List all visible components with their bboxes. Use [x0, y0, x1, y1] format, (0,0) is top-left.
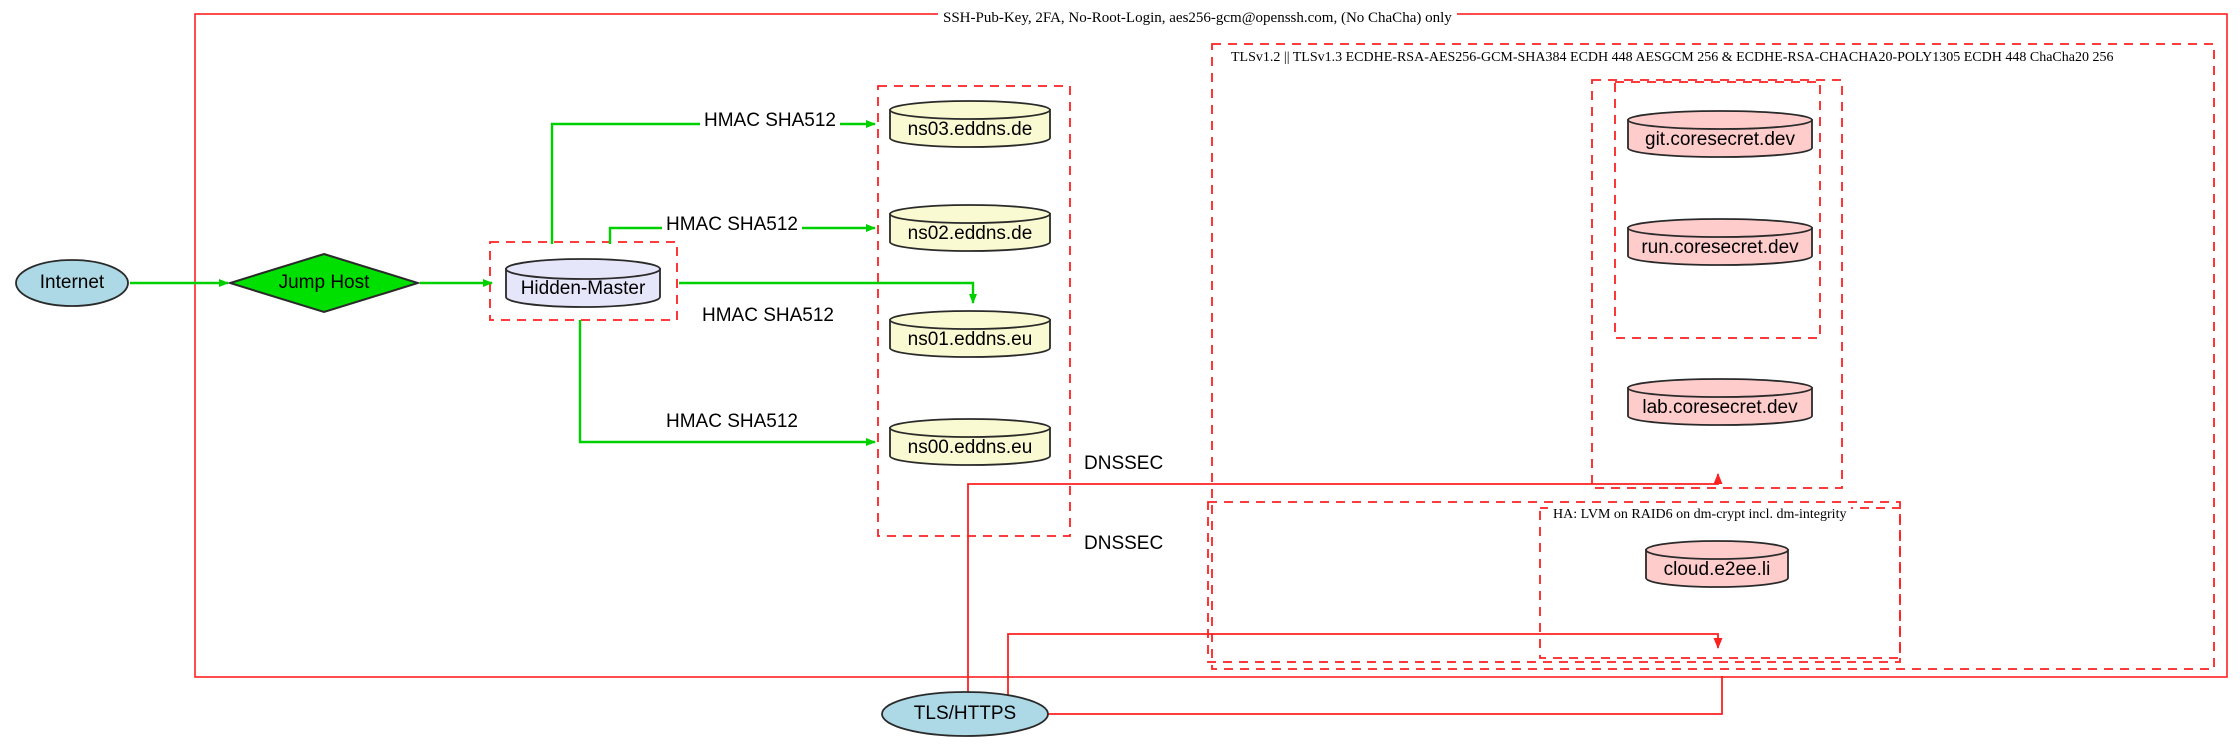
ha-zone-label: HA: LVM on RAID6 on dm-crypt incl. dm-in…: [1548, 507, 1852, 523]
tls-zone-boundary: [1211, 43, 2215, 670]
tls-https-ellipse-icon: [881, 691, 1049, 737]
ns03-cylinder-icon: [889, 100, 1051, 148]
run-cylinder-icon: [1627, 218, 1813, 266]
edge-label-dnssec-lower: DNSSEC: [1080, 533, 1168, 555]
git-run-group-boundary: [1614, 81, 1821, 339]
lab-cylinder-icon: [1627, 378, 1813, 426]
hidden-master-boundary: [489, 241, 678, 321]
cloud-cylinder-icon: [1645, 540, 1789, 588]
node-tls-https[interactable]: TLS/HTTPS: [880, 690, 1050, 738]
node-run-coresecret[interactable]: run.coresecret.dev: [1626, 218, 1814, 266]
node-ns01[interactable]: ns01.eddns.eu: [888, 310, 1052, 358]
hidden-master-cylinder-icon: [505, 258, 661, 308]
node-lab-coresecret[interactable]: lab.coresecret.dev: [1626, 378, 1814, 426]
jump-host-diamond-icon: [226, 252, 422, 314]
node-ns03[interactable]: ns03.eddns.de: [888, 100, 1052, 148]
edge-label-hmac-ns00: HMAC SHA512: [662, 411, 802, 433]
ns00-cylinder-icon: [889, 418, 1051, 466]
node-internet[interactable]: Internet: [14, 258, 130, 308]
edge-label-hmac-ns02: HMAC SHA512: [662, 214, 802, 236]
ssh-zone-label: SSH-Pub-Key, 2FA, No-Root-Login, aes256-…: [938, 10, 1457, 27]
node-git-coresecret[interactable]: git.coresecret.dev: [1626, 110, 1814, 158]
edge-hiddenmaster-ns00: [578, 320, 876, 446]
node-cloud-e2ee[interactable]: cloud.e2ee.li: [1644, 540, 1790, 588]
node-ns02[interactable]: ns02.eddns.de: [888, 204, 1052, 252]
coresecret-group-boundary: [1591, 79, 1843, 489]
internet-ellipse-icon: [15, 259, 129, 307]
edge-label-hmac-ns03: HMAC SHA512: [700, 110, 840, 132]
tls-zone-label: TLSv1.2 || TLSv1.3 ECDHE-RSA-AES256-GCM-…: [1226, 50, 2119, 66]
git-cylinder-icon: [1627, 110, 1813, 158]
ns02-cylinder-icon: [889, 204, 1051, 252]
ns01-cylinder-icon: [889, 310, 1051, 358]
ha-zone-boundary: [1207, 501, 1901, 663]
edge-label-dnssec-upper: DNSSEC: [1080, 453, 1168, 475]
ssh-zone-boundary: [194, 13, 2228, 678]
node-jump-host[interactable]: Jump Host: [226, 252, 422, 314]
node-hidden-master[interactable]: Hidden-Master: [504, 258, 662, 308]
edge-label-hmac-ns01: HMAC SHA512: [698, 305, 838, 327]
edge-dnssec-upper: [967, 473, 1723, 714]
edge-dnssec-lower: [1007, 633, 1723, 714]
dns-group-boundary: [877, 85, 1071, 537]
dnssec-edges: [967, 473, 1723, 715]
edge-tls-zone-link: [1048, 676, 1723, 715]
node-ns00[interactable]: ns00.eddns.eu: [888, 418, 1052, 466]
edge-hiddenmaster-ns01: [679, 281, 977, 304]
